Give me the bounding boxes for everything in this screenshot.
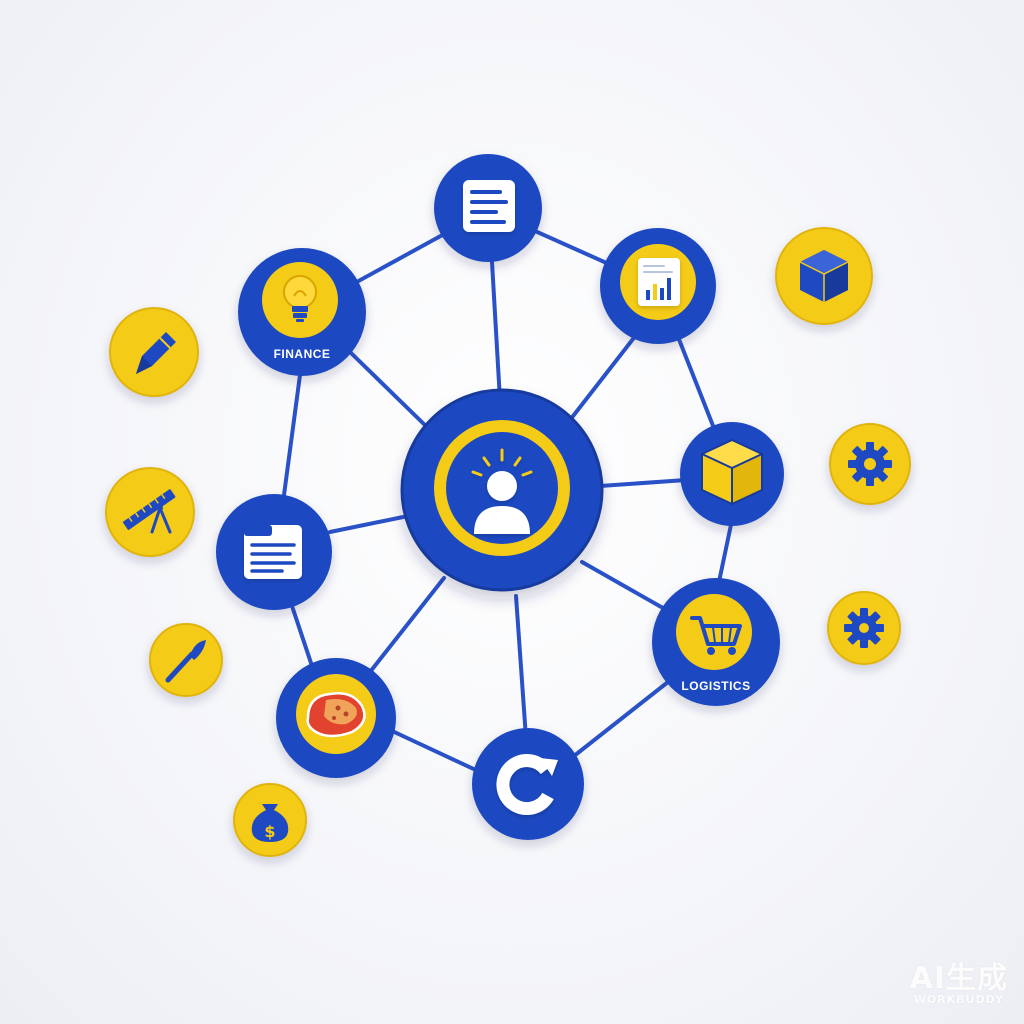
connector-form-center [328,514,410,534]
watermark-sub-text: WORKBUDDY [913,993,1004,1006]
connector-top-center [490,260,502,402]
gear-icon [848,442,892,486]
finance-label: FINANCE [274,347,331,361]
money-bag-icon: $ [251,804,289,842]
connector-center-logistics [580,560,672,614]
connector-center-refresh [514,594,528,740]
gear-icon [844,608,884,648]
svg-text:$: $ [264,822,275,841]
ruler-compass-icon [122,489,176,534]
connector-center-cube [598,478,688,488]
connector-food-refresh [388,728,482,774]
refresh-icon [496,754,558,815]
pencil-icon [136,332,176,374]
watermark-logo: AI生成 WORKBUDDY [910,964,1008,1006]
connector-refresh-logistics [572,680,670,758]
chart-report-icon [638,258,680,306]
connection-lines [276,208,734,774]
watermark-main-text: AI生成 [909,961,1008,996]
lightbulb-icon [283,275,317,322]
connector-finance-center [348,350,432,432]
node-refresh[interactable] [472,728,584,840]
logistics-label: LOGISTICS [681,679,750,693]
cube-icon [799,250,849,302]
form-document-icon [244,525,302,579]
food-steak-icon [306,692,366,738]
connector-form-food [288,598,316,674]
cube-icon [701,438,763,506]
connector-center-food [368,576,446,674]
connector-chart-center [568,328,642,422]
person-bulb-icon [471,448,533,534]
paintbrush-icon [165,640,206,683]
shopping-cart-icon [690,616,742,655]
document-icon [463,180,515,232]
